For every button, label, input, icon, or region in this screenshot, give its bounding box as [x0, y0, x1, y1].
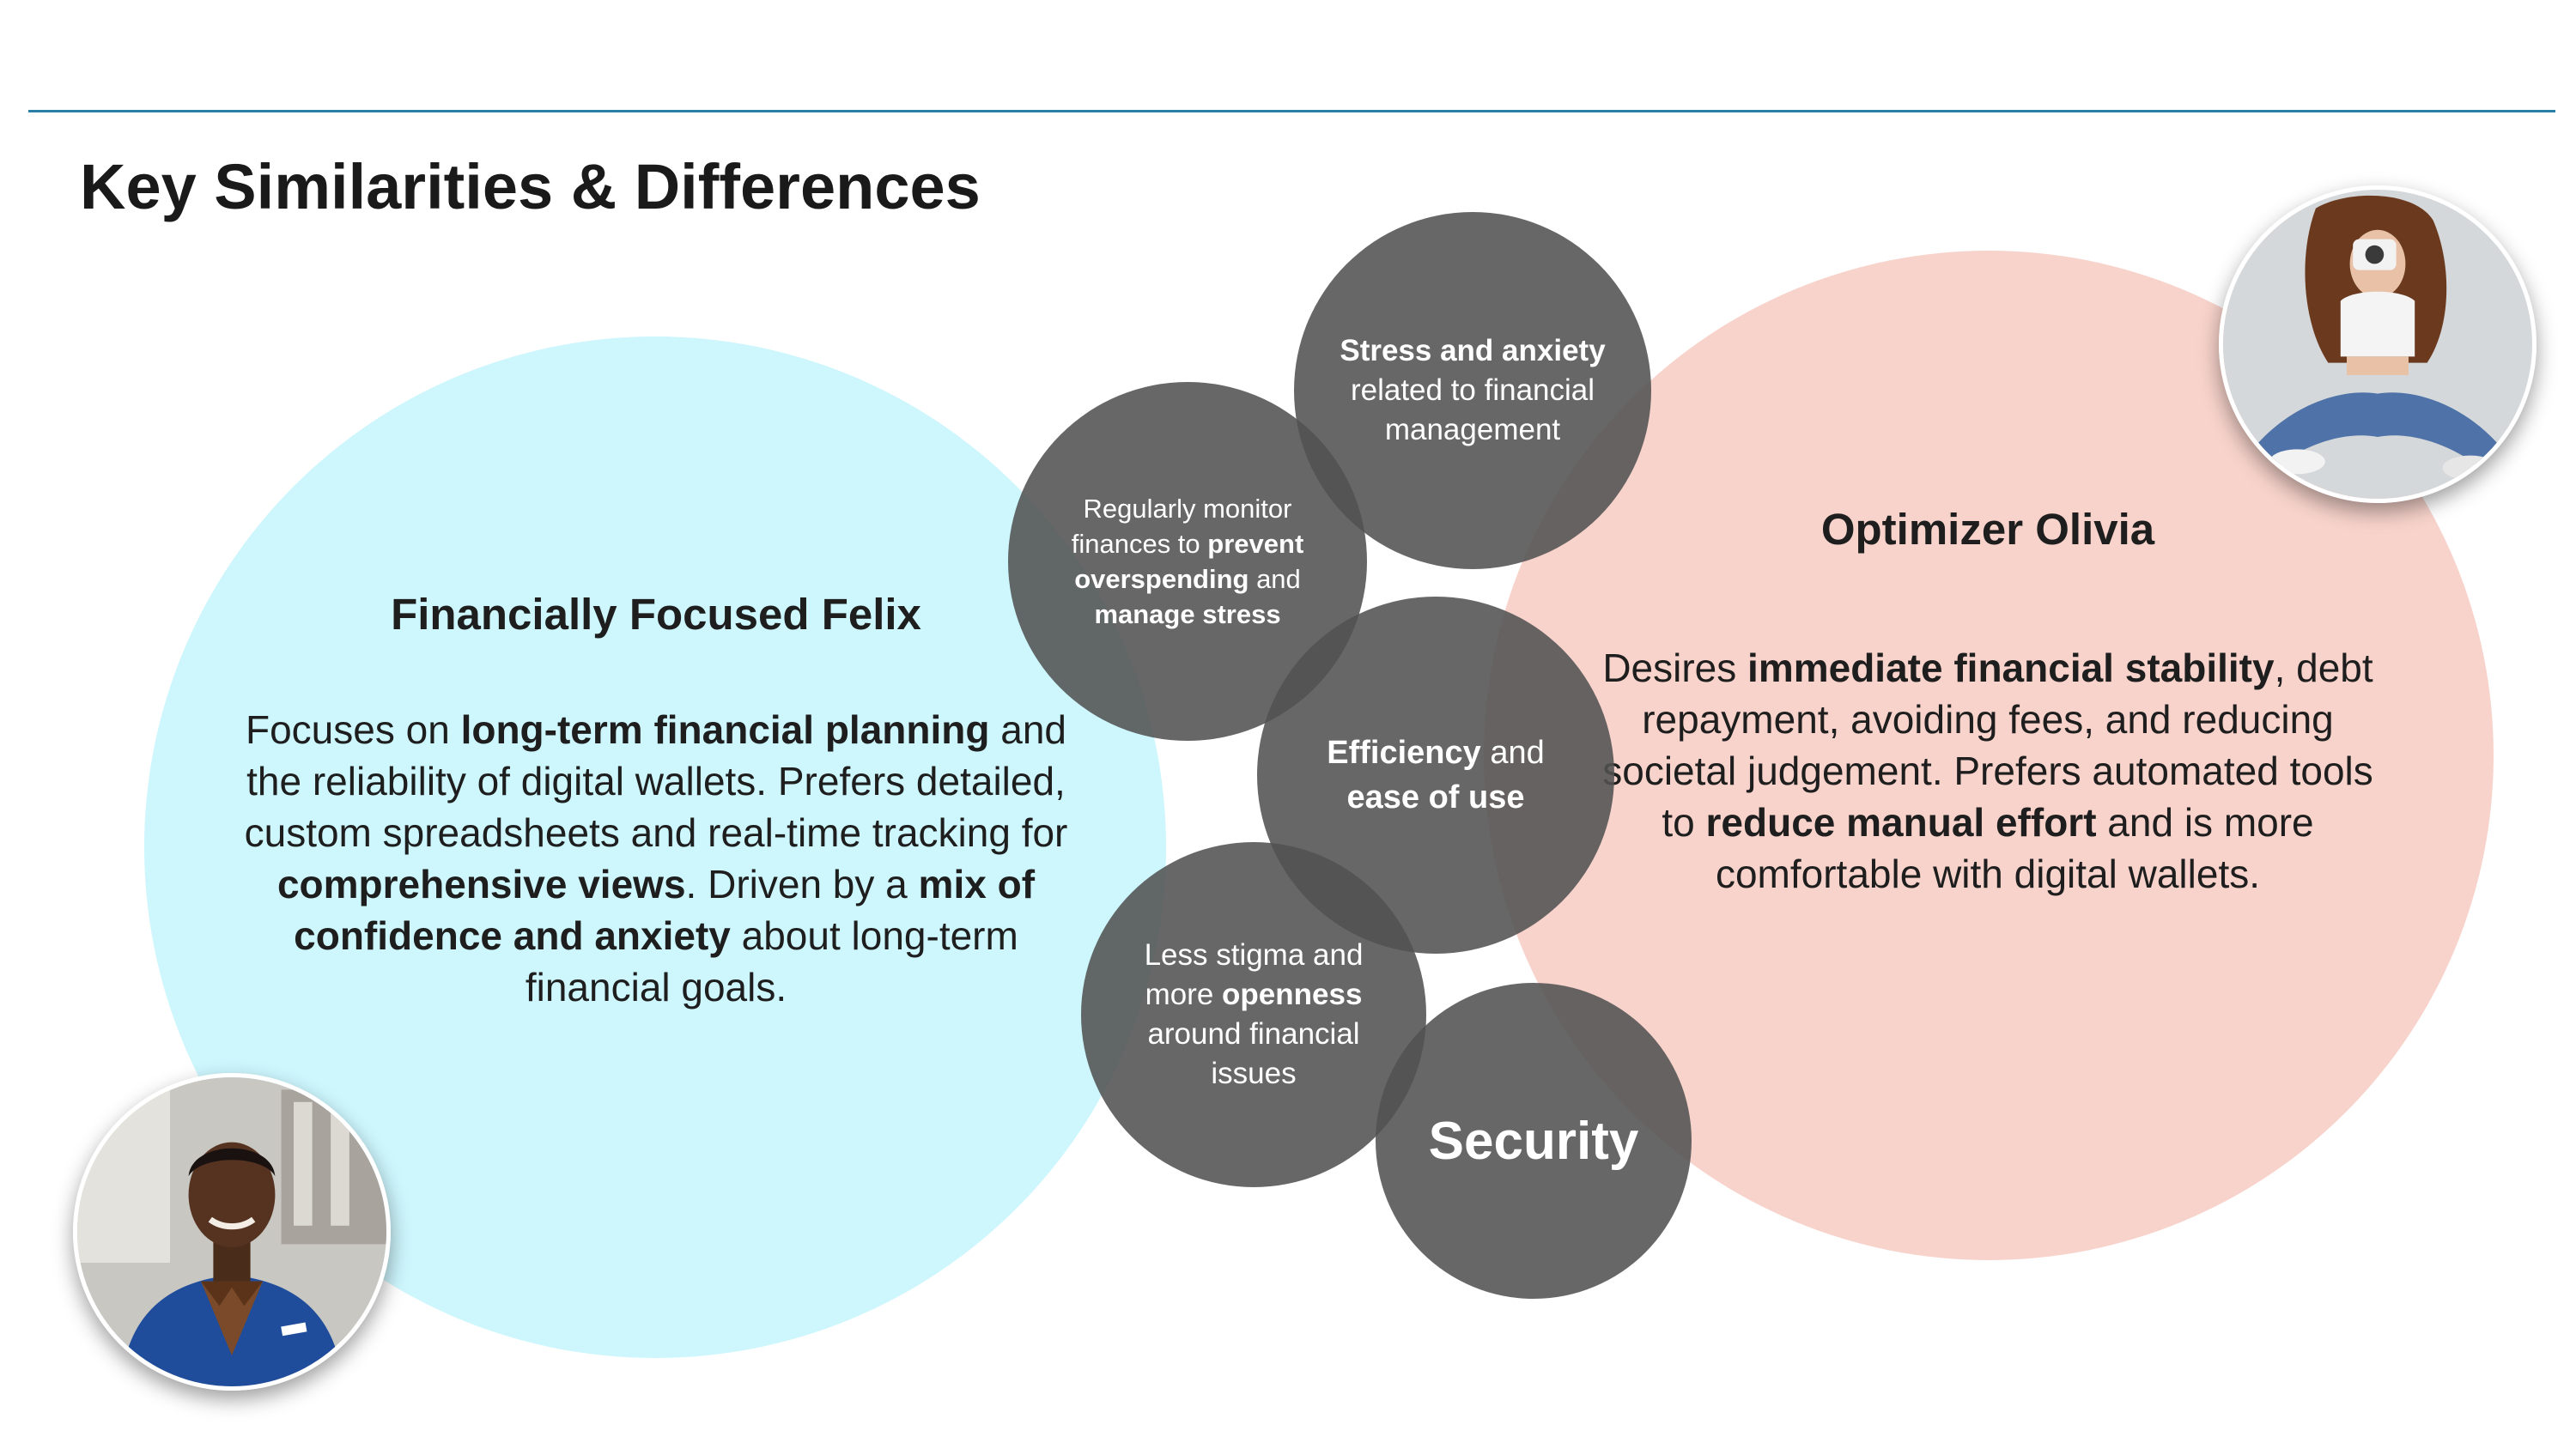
shared-bubble-stigma-text: Less stigma and more openness around fin… — [1126, 936, 1382, 1094]
felix-persona-name: Financially Focused Felix — [258, 589, 1054, 640]
shared-bubble-security: Security — [1376, 983, 1692, 1299]
slide-title: Key Similarities & Differences — [80, 150, 981, 223]
olivia-persona-description: Desires immediate financial stability, d… — [1597, 642, 2379, 900]
shared-bubble-security-text: Security — [1429, 1111, 1639, 1172]
olivia-avatar — [2219, 185, 2537, 503]
felix-persona-description: Focuses on long-term financial planning … — [240, 704, 1072, 1013]
top-divider — [28, 110, 2555, 112]
felix-avatar — [73, 1073, 391, 1391]
shared-bubble-efficiency-text: Efficiency and ease of use — [1300, 731, 1571, 820]
felix-portrait-illustration — [77, 1077, 386, 1386]
shared-bubble-stress-text: Stress and anxiety related to financial … — [1339, 331, 1607, 450]
shared-bubble-monitor-text: Regularly monitor finances to prevent ov… — [1054, 491, 1321, 632]
shared-bubble-stigma: Less stigma and more openness around fin… — [1081, 842, 1426, 1187]
olivia-portrait-illustration — [2223, 190, 2532, 499]
olivia-persona-name: Optimizer Olivia — [1563, 504, 2413, 555]
